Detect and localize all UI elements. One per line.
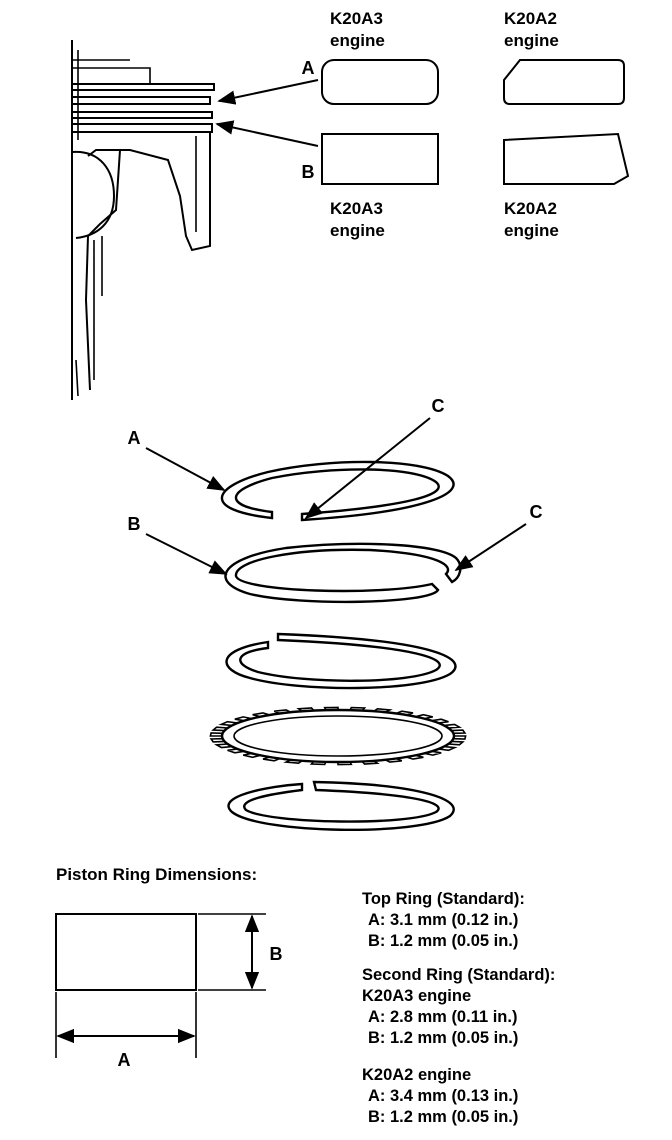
second-ring-k20a3-a: A: 2.8 mm (0.11 in.): [368, 1008, 517, 1026]
dimensions-heading: Piston Ring Dimensions:: [56, 865, 257, 884]
dimension-label-b: B: [270, 944, 283, 964]
second-ring-k20a2-title: K20A2 engine: [362, 1066, 471, 1084]
second-ring-profile-k20a3: [321, 133, 439, 185]
ring-oil-expander: [209, 706, 467, 766]
ring-label-b: B: [128, 514, 141, 534]
second-ring-k20a2-b: B: 1.2 mm (0.05 in.): [368, 1108, 518, 1126]
profile-label-a: A: [302, 58, 315, 78]
leader-ring-b: [145, 533, 228, 575]
arrow-b-to-second-groove: [215, 120, 319, 147]
ring-oil-rail-lower: [227, 780, 455, 831]
ring-label-c-gap-top: C: [432, 396, 445, 416]
second-ring-title: Second Ring (Standard):: [362, 966, 555, 984]
ring-label-a: A: [128, 428, 141, 448]
arrow-a-to-top-groove: [217, 79, 319, 105]
ring-top: [220, 460, 455, 522]
top-ring-profile-k20a3: [321, 59, 439, 105]
top-ring-profile-k20a2: [503, 59, 625, 105]
leader-gap-top: [304, 417, 431, 520]
second-ring-profile-k20a2: [503, 132, 630, 185]
top-ring-title: Top Ring (Standard):: [362, 890, 525, 908]
ring-section-dimension-drawing: [55, 913, 266, 1058]
dimension-label-a: A: [118, 1050, 131, 1070]
ring-label-c-gap-second: C: [530, 502, 543, 522]
ring-oil-rail-upper: [225, 632, 457, 690]
profile-label-b: B: [302, 162, 315, 182]
second-ring-k20a3-b: B: 1.2 mm (0.05 in.): [368, 1029, 518, 1047]
piston-cross-section: [71, 40, 215, 400]
leader-gap-second: [454, 523, 527, 571]
second-ring-k20a3-title: K20A3 engine: [362, 987, 471, 1005]
top-ring-a: A: 3.1 mm (0.12 in.): [368, 911, 518, 929]
leader-ring-a: [145, 447, 226, 491]
ring-second: [224, 542, 462, 604]
top-ring-b: B: 1.2 mm (0.05 in.): [368, 932, 518, 950]
second-ring-k20a2-a: A: 3.4 mm (0.13 in.): [368, 1087, 518, 1105]
